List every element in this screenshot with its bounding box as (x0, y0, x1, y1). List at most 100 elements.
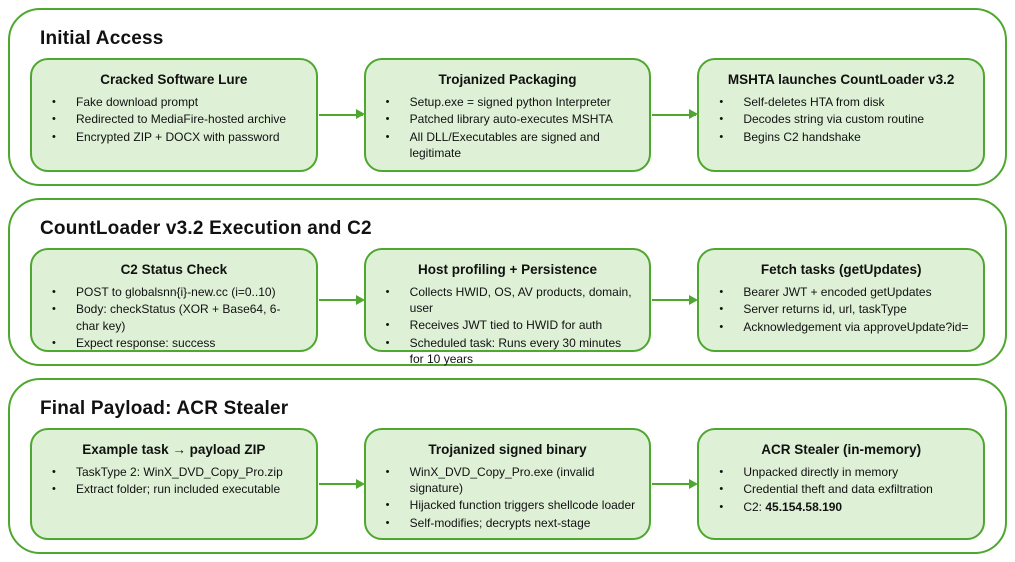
bullet-list: • Bearer JWT + encoded getUpdates • Server … (709, 284, 973, 337)
arrow-right-icon (652, 478, 699, 489)
bullet-marker: • (52, 95, 56, 108)
arrow-right-icon (652, 294, 699, 305)
bullet-marker: • (385, 465, 390, 478)
bullet-text: POST to globalsnn{i}-new.cc (i=0..10) (76, 284, 276, 299)
bullet-item: • Self-modifies; decrypts next-stage (384, 515, 638, 532)
bullet-marker: • (719, 130, 724, 143)
arrow-right-icon (318, 294, 365, 305)
arrow-right-icon (652, 109, 699, 120)
bullet-item: • Fake download prompt (50, 94, 304, 111)
bullet-bold-text: 45.154.58.190 (765, 499, 843, 514)
bullet-item: • Self-deletes HTA from disk (717, 94, 971, 111)
bullet-list: • Self-deletes HTA from disk • Decodes stri… (709, 94, 973, 147)
section-countloader-v3-2-execution-and-c2: CountLoader v3.2 Execution and C2 C2 Stat… (8, 198, 1007, 368)
bullet-item: • Bearer JWT + encoded getUpdates (717, 284, 971, 301)
bullet-item: • Unpacked directly in memory (717, 464, 971, 481)
bullet-text: Unpacked directly in memory (743, 464, 899, 479)
bullet-text: All DLL/Executables are signed and legit… (409, 129, 600, 160)
bullet-marker: • (719, 113, 724, 126)
bullet-marker: • (385, 113, 390, 126)
bullet-marker: • (719, 303, 724, 316)
flow-box-trojanized-packaging: Trojanized Packaging•Setup.exe = signed … (363, 57, 652, 173)
bullet-text: Bearer JWT + encoded getUpdates (743, 284, 932, 299)
flow-box-title: Example task → payload ZIP (82, 441, 266, 457)
bullet-marker: • (385, 285, 390, 298)
bullet-marker: • (52, 303, 56, 316)
flow-box-title: Trojanized signed binary (428, 441, 587, 457)
bullet-text: WinX_DVD_Copy_Pro.exe (invalid signature… (409, 464, 595, 495)
bullet-text: Credential theft and data exfiltration (743, 482, 933, 497)
bullet-list: •Setup.exe = signed python Interpreter•P… (376, 94, 640, 162)
flow-box-title: C2 Status Check (120, 261, 228, 277)
bullet-item: • Redirected to MediaFire-hosted archive (50, 111, 304, 128)
bullet-marker: • (385, 516, 390, 529)
bullet-marker: • (52, 465, 56, 478)
bullet-marker: • (719, 285, 724, 298)
bullet-item: • Collects HWID, OS, AV products, domain,… (384, 284, 638, 316)
bullet-item: • Setup.exe = signed python Interpreter (384, 94, 638, 111)
arrow-right-icon (318, 109, 365, 120)
bullet-item: • TaskType 2: WinX_DVD_Copy_Pro.zip (50, 464, 304, 481)
bullet-item: • All DLL/Executables are signed and legi… (384, 129, 638, 161)
bullet-marker: • (52, 483, 56, 496)
bullet-text: Self-deletes HTA from disk (743, 94, 885, 109)
flow-box-trojanized-signed-binary: Trojanized signed binary • WinX_DVD_Copy_P… (363, 427, 652, 541)
bullet-marker: • (385, 95, 390, 108)
flow-box-acr-stealer-in-memory: ACR Stealer (in-memory) • Unpacked directl… (697, 427, 986, 541)
flow-box-cracked-software-lure: Cracked Software Lure•Fake download prom… (30, 57, 318, 173)
bullet-marker: • (52, 113, 56, 126)
flow-box-example-task-payload-zip: Example task → payload ZIP • TaskType 2: W… (30, 427, 318, 541)
bullet-list: • Unpacked directly in memory • Credential … (709, 464, 973, 517)
bullet-marker: • (52, 285, 56, 298)
bullet-text: Hijacked function triggers shellcode loa… (409, 498, 636, 513)
bullet-text: Encrypted ZIP + DOCX with password (76, 129, 280, 144)
bullet-text: Body: checkStatus (XOR + Base64, 6-char … (76, 302, 281, 333)
bullet-text: Receives JWT tied to HWID for auth (409, 318, 603, 333)
bullet-item: • Begins C2 handshake (717, 129, 971, 146)
bullet-text: Acknowledgement via approveUpdate?id= (743, 319, 969, 334)
flow-box-c2-status-check: C2 Status Check • POST to globalsnn{i}-new… (30, 247, 318, 353)
arrow-right-icon (318, 478, 365, 489)
bullet-text: TaskType 2: WinX_DVD_Copy_Pro.zip (76, 464, 283, 479)
section-title: CountLoader v3.2 Execution and C2 (40, 218, 372, 240)
bullet-list: • POST to globalsnn{i}-new.cc (i=0..10) • B… (42, 284, 306, 352)
bullet-text: Collects HWID, OS, AV products, domain, … (409, 284, 632, 315)
bullet-list: • Fake download prompt • Redirected to Medi… (42, 94, 306, 147)
bullet-text: Begins C2 handshake (743, 129, 861, 144)
flow-box-title: MSHTA launches CountLoader v3.2 (727, 71, 955, 87)
bullet-text: C2: 45.154.58.190 (743, 499, 843, 514)
bullet-marker: • (52, 336, 56, 349)
bullet-list: • Collects HWID, OS, AV products, domain,… (376, 284, 640, 368)
bullet-marker: • (719, 500, 724, 513)
bullet-text: Server returns id, url, taskType (743, 302, 907, 317)
bullet-marker: • (719, 465, 724, 478)
bullet-item: • POST to globalsnn{i}-new.cc (i=0..10) (50, 284, 304, 301)
flow-box-title: ACR Stealer (in-memory) (761, 441, 922, 457)
bullet-marker: • (719, 483, 724, 496)
bullet-list: • TaskType 2: WinX_DVD_Copy_Pro.zip • Extra… (42, 464, 306, 499)
flow-box-title: Fetch tasks (getUpdates) (760, 261, 922, 277)
bullet-marker: • (719, 95, 724, 108)
bullet-item: • Body: checkStatus (XOR + Base64, 6-char… (50, 301, 304, 333)
bullet-marker: • (52, 130, 56, 143)
bullet-text: Setup.exe = signed python Interpreter (409, 94, 611, 109)
bullet-item: • Server returns id, url, taskType (717, 301, 971, 318)
bullet-text: Expect response: success (76, 335, 216, 350)
bullet-item: • WinX_DVD_Copy_Pro.exe (invalid signatur… (384, 464, 638, 496)
flow-box-mshta-launches-countloader-v3-2: MSHTA launches CountLoader v3.2•Self-del… (697, 57, 986, 173)
flow-box-title: Host profiling + Persistence (418, 261, 597, 277)
bullet-item: • Extract folder; run included executable (50, 481, 304, 498)
bullet-marker: • (385, 130, 390, 143)
bullet-marker: • (385, 499, 390, 512)
bullet-item: • Hijacked function triggers shellcode lo… (384, 497, 638, 514)
bullet-text: Fake download prompt (76, 94, 199, 109)
bullet-item: • C2: 45.154.58.190 (717, 499, 971, 516)
section-title: Final Payload: ACR Stealer (40, 398, 289, 420)
bullet-text: Redirected to MediaFire-hosted archive (76, 112, 287, 127)
bullet-marker: • (719, 320, 724, 333)
bullet-text: Self-modifies; decrypts next-stage (409, 515, 591, 530)
bullet-text: Extract folder; run included executable (76, 482, 281, 497)
bullet-text: Decodes string via custom routine (743, 112, 925, 127)
